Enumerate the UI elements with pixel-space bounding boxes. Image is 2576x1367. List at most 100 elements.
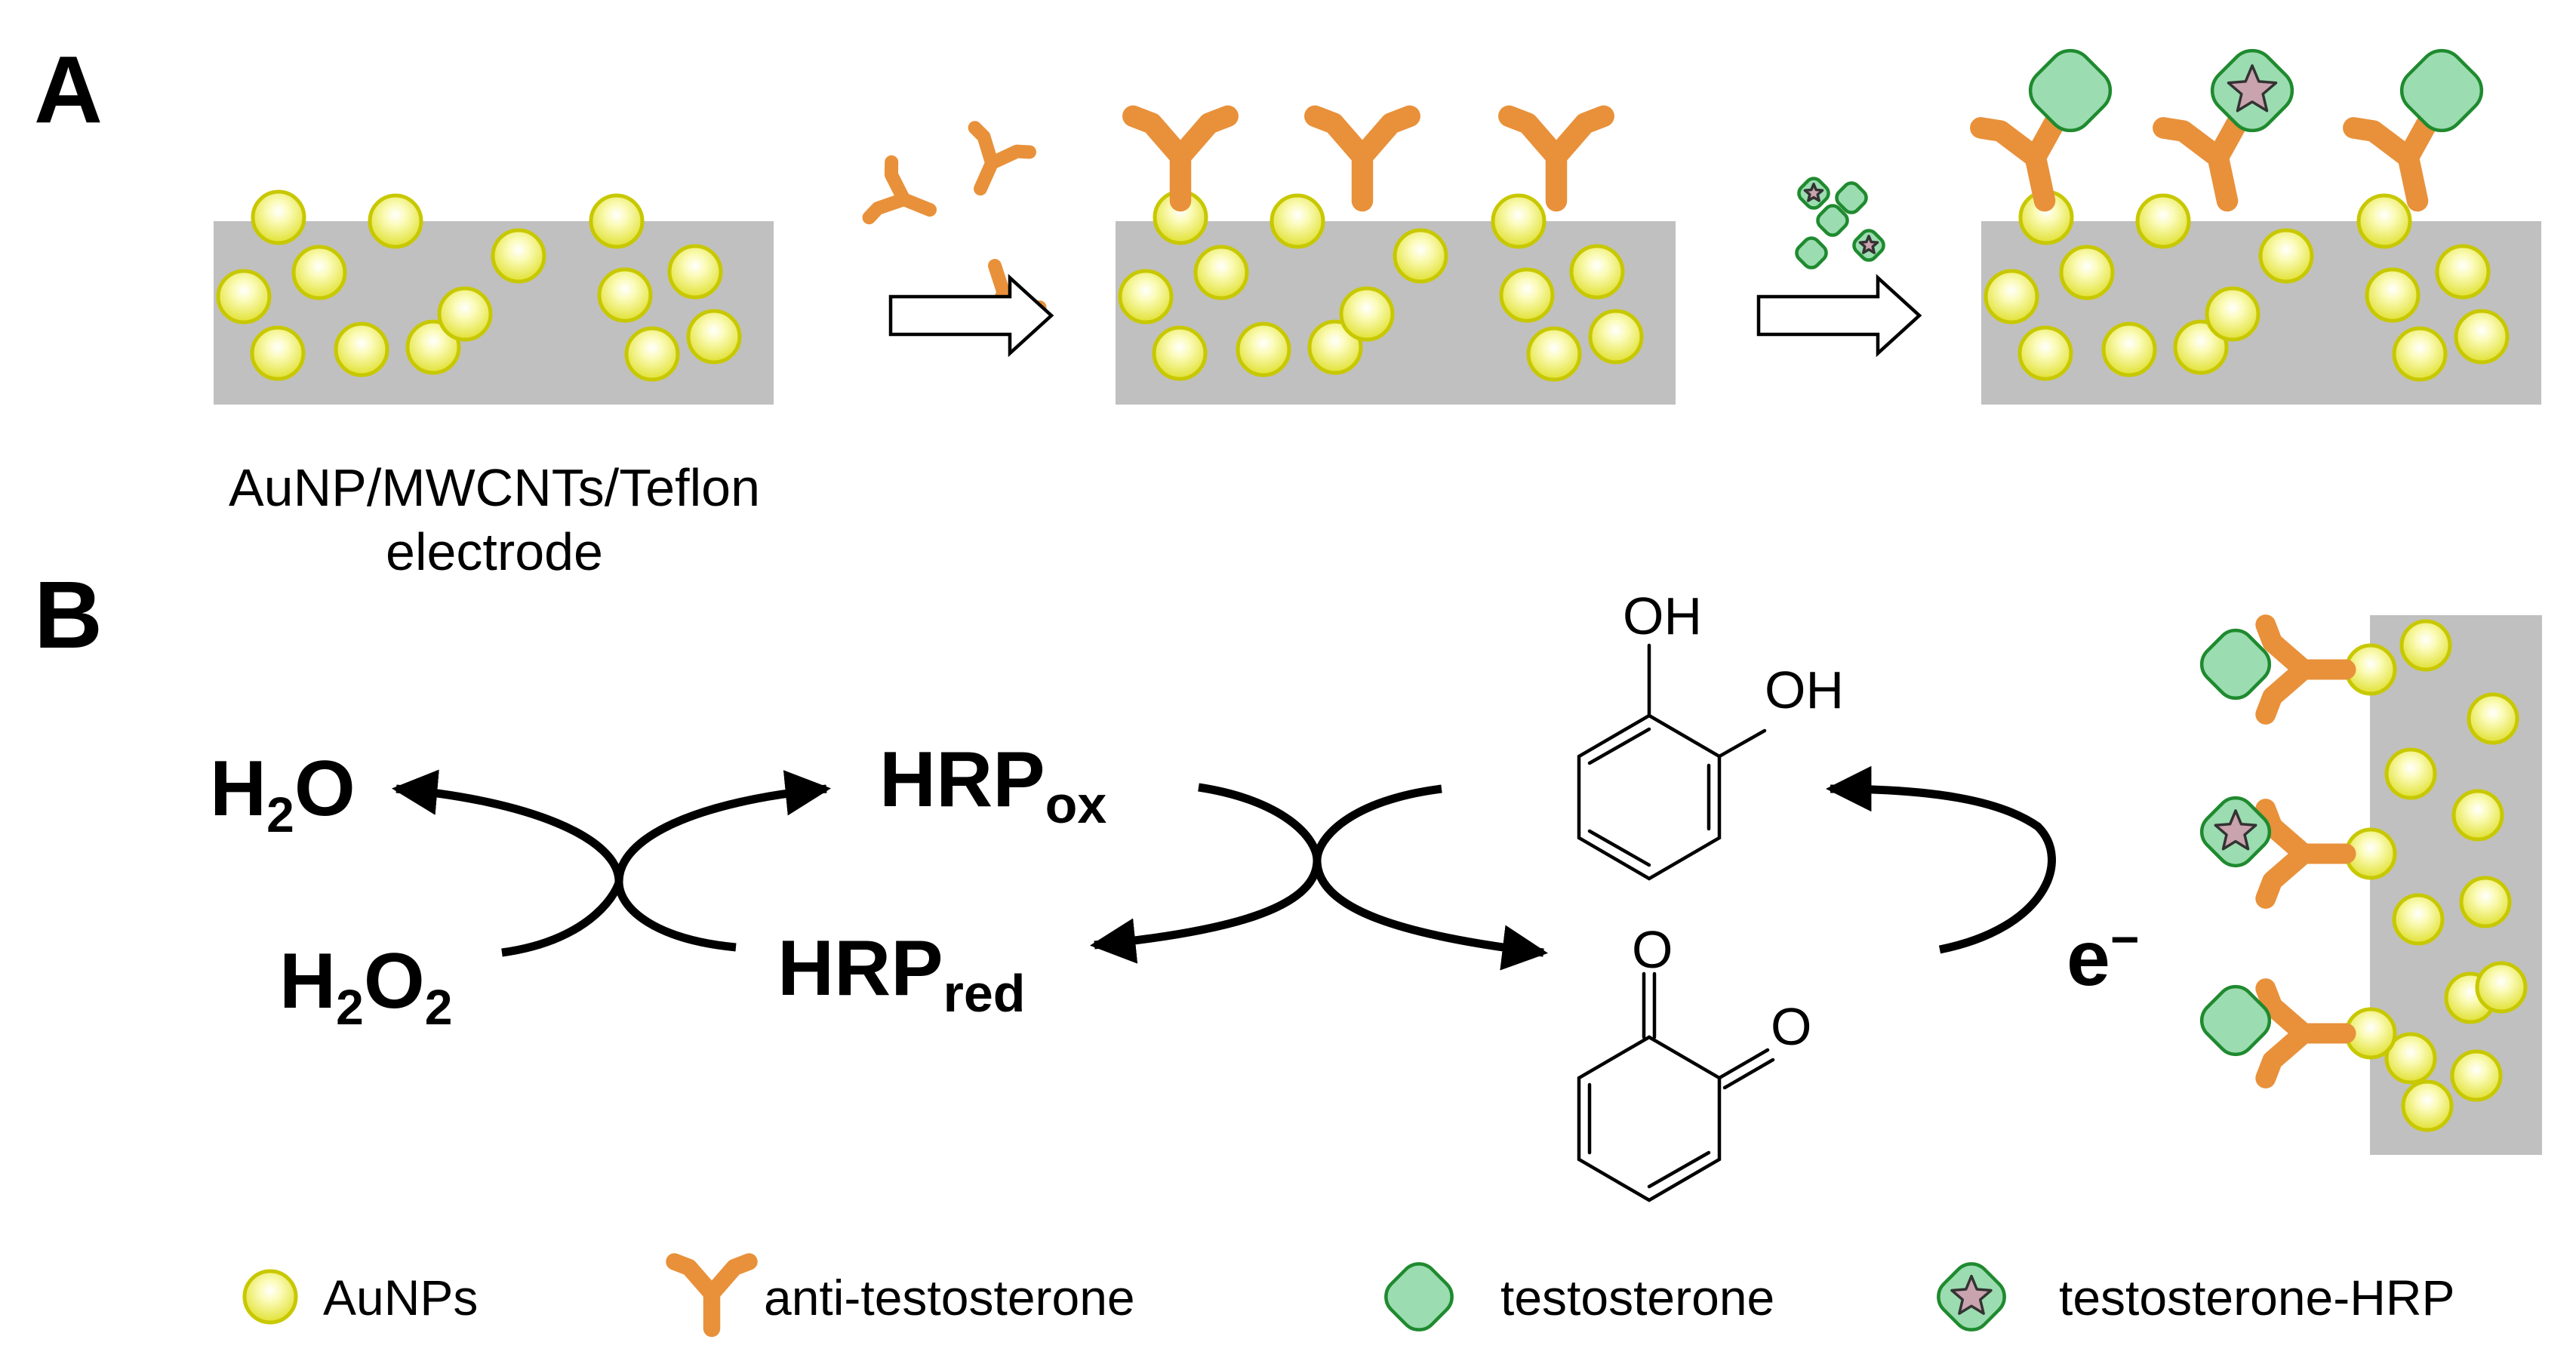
- aunp-icon: [1393, 228, 1448, 284]
- reaction-arrow-h2o2-to-h2o: [391, 769, 623, 957]
- testosterone-icon: [2199, 628, 2272, 700]
- aunp-icon: [2399, 619, 2452, 672]
- aunp-icon: [1339, 286, 1395, 342]
- aunp-icon: [1491, 193, 1547, 249]
- aunp-icon: [2365, 267, 2421, 323]
- legend-testosterone-label: testosterone: [1500, 1270, 1774, 1325]
- aunp-icon: [2384, 1032, 2437, 1085]
- quinone-structure: O O: [1577, 920, 1811, 1202]
- testosterone-hrp-icon: [2210, 48, 2294, 133]
- hrp-red-label: HRPred: [777, 925, 1026, 1023]
- aunp-icon: [334, 322, 389, 377]
- aunp-icon: [2392, 326, 2448, 382]
- testosterone-icon: [2399, 48, 2484, 133]
- aunp-icon: [405, 319, 461, 375]
- testosterone-hrp-icon: [1852, 229, 1885, 262]
- electrode-caption-2: electrode: [386, 522, 603, 581]
- antibody-icon: [666, 1253, 758, 1338]
- aunp-icon: [2258, 228, 2314, 284]
- reaction-arrow-hrpox-to-hrpred: [1089, 783, 1322, 964]
- catechol-structure: OH OH: [1577, 587, 1844, 881]
- testosterone-icon: [2199, 984, 2272, 1057]
- panel-a: AuNP/MWCNTs/Teflon electrode: [214, 48, 2541, 581]
- aunp-icon: [2454, 309, 2510, 365]
- h2o-label: H2O: [210, 745, 355, 842]
- aunp-icon: [2392, 893, 2445, 946]
- aunp-icon: [1152, 325, 1208, 381]
- arrow-icon: [888, 273, 1054, 358]
- antibody-icon: [1122, 105, 1239, 212]
- aunp-icon: [250, 325, 306, 381]
- aunp-icon: [1118, 269, 1174, 325]
- quinone-o1: O: [1632, 920, 1673, 979]
- aunp-icon: [624, 326, 680, 382]
- antibody-icon: [2255, 614, 2356, 725]
- h2o2-label: H2O2: [279, 938, 452, 1035]
- aunp-icon: [2450, 1049, 2503, 1102]
- testosterone-icon: [1384, 1262, 1454, 1332]
- reaction-arrow-catechol-to-quinone: [1313, 784, 1549, 971]
- antigen-layer: [1795, 48, 2484, 269]
- aunp-icon: [2173, 319, 2229, 375]
- aunp-icon: [1270, 193, 1325, 249]
- testosterone-icon: [2028, 48, 2113, 133]
- legend-antibody-label: anti-testosterone: [764, 1270, 1135, 1325]
- antibody-icon: [2255, 799, 2356, 909]
- aunp-icon: [2459, 876, 2512, 928]
- electron-label: e−: [2067, 911, 2139, 1002]
- aunp-icon: [1569, 244, 1625, 300]
- aunp-icon: [1588, 309, 1644, 365]
- antibody-icon: [968, 121, 1036, 196]
- aunp-icon: [1236, 322, 1291, 377]
- aunp-icon: [1499, 267, 1555, 323]
- aunp-icon: [2356, 193, 2412, 249]
- antibody-icon: [1498, 105, 1614, 212]
- aunp-icon: [2384, 747, 2437, 800]
- aunp-icon: [597, 267, 653, 323]
- aunp-icon: [2059, 245, 2115, 300]
- testosterone-hrp-icon: [1937, 1262, 2006, 1332]
- legend-aunp-label: AuNPs: [323, 1270, 478, 1325]
- aunp-icon: [2451, 789, 2504, 842]
- antibody-icon: [2255, 978, 2356, 1088]
- aunp-icon: [368, 193, 423, 249]
- legend: AuNPs anti-testosterone testosterone tes…: [242, 1253, 2455, 1338]
- aunp-icon: [437, 286, 493, 342]
- aunp-icon: [2467, 692, 2519, 745]
- electron-transfer-arrow: [1825, 765, 2056, 954]
- aunp-icon: [2475, 961, 2528, 1014]
- testosterone-hrp-icon: [1797, 177, 1830, 210]
- aunp-icon: [2401, 1079, 2454, 1132]
- aunp-icon: [2435, 244, 2491, 300]
- testosterone-hrp-icon: [2199, 796, 2272, 868]
- antibody-icon: [862, 155, 937, 225]
- legend-testosterone-hrp-label: testosterone-HRP: [2059, 1270, 2455, 1325]
- aunp-icon: [1526, 326, 1582, 382]
- aunp-icon: [2017, 325, 2073, 381]
- aunp-layer: [216, 189, 2510, 382]
- aunp-icon: [251, 189, 306, 245]
- arrow-icon: [1756, 273, 1922, 358]
- hrp-ox-label: HRPox: [879, 736, 1106, 834]
- aunp-icon: [667, 244, 723, 300]
- aunp-icon: [2205, 286, 2261, 342]
- catechol-oh1: OH: [1623, 587, 1702, 645]
- catechol-oh2: OH: [1765, 660, 1844, 719]
- electrode-vertical-assembly: [2199, 614, 2528, 1132]
- aunp-icon: [1193, 245, 1249, 300]
- antibody-icon: [1304, 105, 1420, 212]
- aunp-icon: [242, 1269, 298, 1325]
- aunp-icon: [1307, 319, 1363, 375]
- panel-b: H2O H2O2 HRPox HRPred e−: [210, 587, 2542, 1202]
- testosterone-icon: [1835, 181, 1868, 214]
- testosterone-icon: [1795, 236, 1828, 269]
- aunp-icon: [1984, 269, 2039, 325]
- aunp-icon: [2101, 322, 2157, 377]
- testosterone-icon: [1816, 204, 1849, 237]
- panel-a-label: A: [34, 36, 103, 143]
- aunp-icon: [589, 193, 645, 249]
- electrode-caption: AuNP/MWCNTs/Teflon: [229, 458, 760, 517]
- aunp-icon: [2135, 193, 2191, 249]
- aunp-icon: [216, 269, 272, 325]
